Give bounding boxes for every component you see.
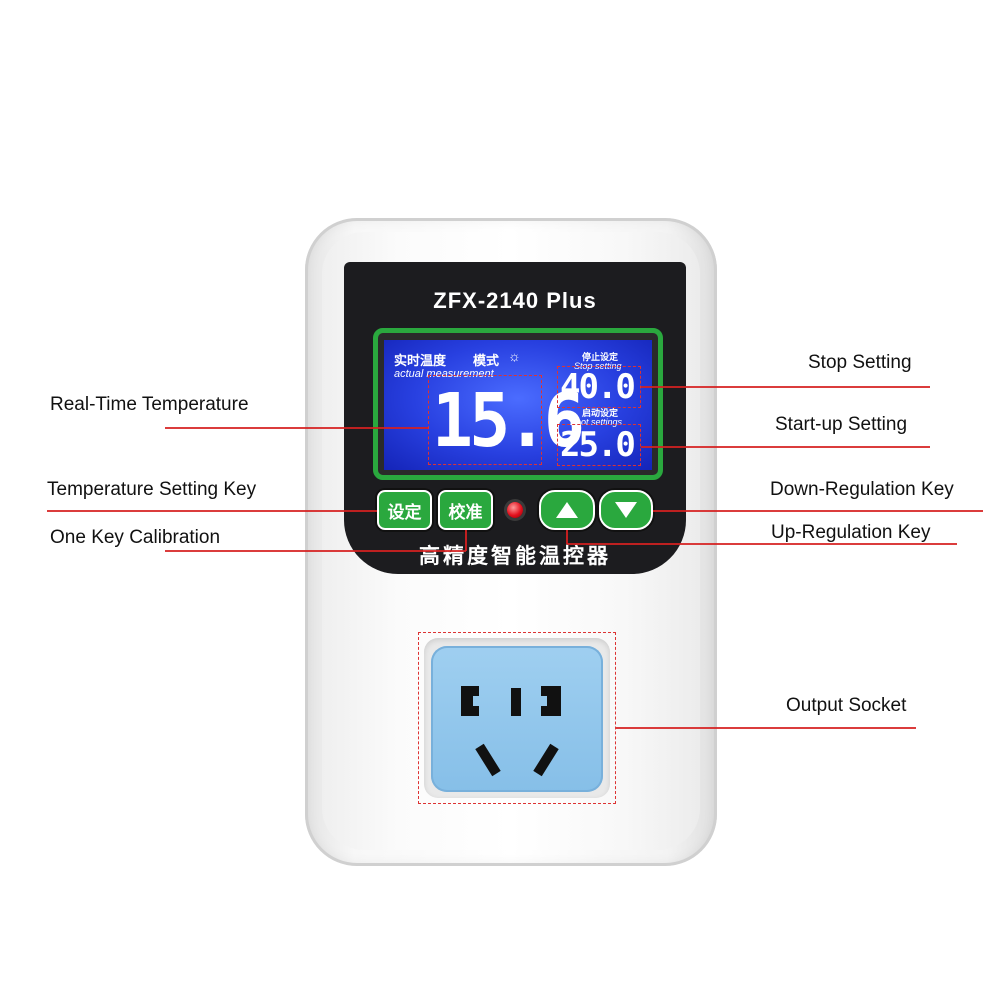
- model-name: ZFX-2140 Plus: [433, 288, 597, 313]
- boot-setting-highlight-box: [557, 424, 641, 466]
- down-arrow-icon: [615, 502, 637, 518]
- stop-setting-value: 40.0: [560, 367, 636, 407]
- callout-stop-setting: Stop Setting: [808, 352, 912, 373]
- up-regulation-key[interactable]: [539, 490, 595, 530]
- up-arrow-icon: [556, 502, 578, 518]
- callout-up-regulation-key: Up-Regulation Key: [771, 522, 931, 543]
- actual-measurement-label: actual measurement: [394, 368, 494, 380]
- callout-temperature-setting-key: Temperature Setting Key: [47, 479, 257, 500]
- down-regulation-key[interactable]: [599, 490, 653, 530]
- stop-setting-label-cn: 停止设定: [582, 352, 619, 362]
- realtime-label-cn: 实时温度: [394, 353, 447, 368]
- socket-holes-icon: [461, 686, 561, 777]
- realtime-highlight-box: [428, 375, 542, 465]
- callout-one-key-calibration: One Key Calibration: [50, 527, 221, 548]
- stop-setting-highlight-box: [557, 366, 641, 408]
- callout-output-socket: Output Socket: [786, 695, 907, 716]
- output-socket[interactable]: [431, 646, 603, 792]
- socket-highlight-box: [418, 632, 616, 804]
- boot-setting-value: 25.0: [560, 425, 636, 465]
- status-led: [507, 502, 523, 518]
- callout-realtime-temperature: Real-Time Temperature: [50, 394, 249, 415]
- temperature-setting-key[interactable]: 设定: [377, 490, 432, 530]
- callout-startup-setting: Start-up Setting: [775, 414, 908, 435]
- mode-label-cn: 模式: [473, 353, 500, 368]
- calibration-key[interactable]: 校准: [438, 490, 493, 530]
- sun-icon: ☼: [508, 348, 521, 364]
- boot-setting-label-cn: 启动设定: [582, 408, 619, 418]
- boot-setting-label-en: Boot settings: [570, 417, 623, 427]
- callout-down-regulation-key: Down-Regulation Key: [770, 479, 954, 500]
- current-temperature: 15.6: [432, 378, 585, 464]
- product-subtitle: 高精度智能温控器: [419, 543, 611, 568]
